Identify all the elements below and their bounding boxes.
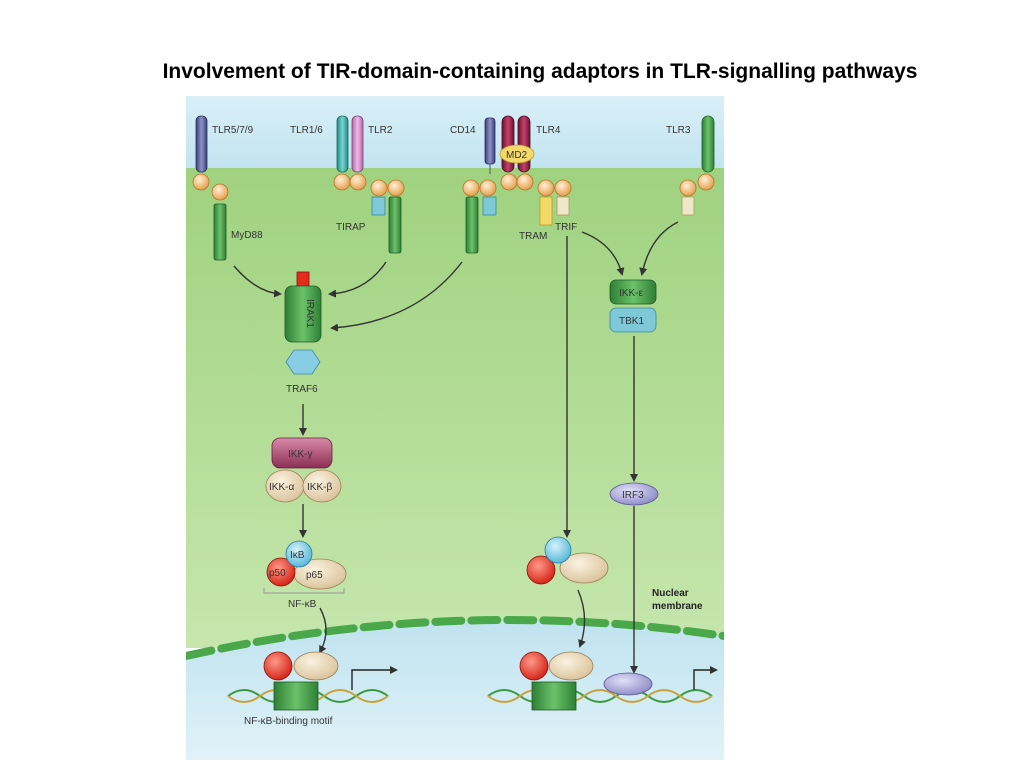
trif-adaptor-tlr3 <box>681 196 695 216</box>
nuclear-membrane-label: Nuclear <box>652 588 689 599</box>
ikk-gamma <box>271 437 333 469</box>
irak1-red-tab <box>296 271 310 287</box>
nfkb-label: NF-κB <box>288 599 317 610</box>
ikk-gamma-label: IKK-γ <box>288 449 312 460</box>
myd88-adaptor-tlr2 <box>388 196 402 254</box>
cd14-receptor <box>484 117 496 165</box>
dna-strand <box>487 689 713 703</box>
p65-protein-trif <box>559 552 609 584</box>
transcription-arrow-2 <box>693 666 718 690</box>
tlr3-label: TLR3 <box>666 125 691 136</box>
tir-domain <box>387 179 405 197</box>
tram-label: TRAM <box>519 231 547 242</box>
traf6-label: TRAF6 <box>286 384 318 395</box>
arrow-tlr2-irak1 <box>328 261 387 298</box>
tir-domain <box>500 173 518 191</box>
tir-domain <box>479 179 497 197</box>
arrow-myd88-irak1 <box>233 265 282 298</box>
tlr579-label: TLR5/7/9 <box>212 125 254 136</box>
ikk-epsilon-label: IKK-ε <box>619 288 643 299</box>
tirap-label: TIRAP <box>336 222 366 233</box>
tir-domain <box>333 173 351 191</box>
arrow-tlr4-irak1 <box>330 261 463 332</box>
nfkb-binding-motif-box <box>273 681 319 711</box>
tlr4-label: TLR4 <box>536 125 561 136</box>
p50-label: p50 <box>269 568 286 579</box>
md2-protein <box>499 144 535 164</box>
cd14-label: CD14 <box>450 125 476 136</box>
traf6-protein <box>285 349 321 375</box>
transcription-arrow <box>351 666 398 690</box>
arrow-nfkb-nucleus <box>319 607 327 654</box>
ikb-protein-trif <box>544 536 572 564</box>
dna-strand <box>487 689 713 703</box>
ikb-protein <box>285 540 313 568</box>
p50-protein <box>266 557 296 587</box>
irf3-bound <box>603 672 653 696</box>
tlr579-receptor <box>195 115 208 173</box>
irf3-label: IRF3 <box>622 490 644 501</box>
myd88-label: MyD88 <box>231 230 263 241</box>
extracellular-region <box>186 96 724 176</box>
p65-label: p65 <box>306 570 323 581</box>
tlr4-receptor <box>501 115 515 173</box>
ikb-label: IκB <box>290 550 305 561</box>
p65-bound <box>293 651 339 681</box>
tirap-adaptor-tlr4 <box>482 196 497 216</box>
arrow-trif-ikke <box>581 231 625 276</box>
trif-label: TRIF <box>555 222 577 233</box>
ikk-beta-label: IKK-β <box>307 482 332 493</box>
tir-domain <box>697 173 715 191</box>
myd88-adaptor <box>213 203 227 261</box>
tirap-adaptor <box>371 196 386 216</box>
tlr3-receptor <box>701 115 715 173</box>
tir-domain <box>516 173 534 191</box>
tir-domain <box>370 179 388 197</box>
cytoplasm-region <box>186 168 724 648</box>
ikk-epsilon <box>609 279 657 305</box>
ikk-beta <box>302 469 342 503</box>
irak1-label: IRAK1 <box>304 299 315 328</box>
nfkb-motif-label: NF-κB-binding motif <box>244 716 333 727</box>
tir-domain <box>679 179 697 197</box>
arrow-tlr3-ikke <box>639 221 679 276</box>
tir-domain <box>192 173 210 191</box>
md2-label: MD2 <box>506 150 528 161</box>
nfkb-binding-motif-box-2 <box>531 681 577 711</box>
tir-domain <box>554 179 572 197</box>
tram-adaptor <box>539 196 553 226</box>
tir-domain <box>349 173 367 191</box>
arrow-trif-nfkb-nucleus <box>577 589 586 648</box>
irf3-protein <box>609 482 659 506</box>
myd88-adaptor-tlr4 <box>465 196 479 254</box>
page-title: Involvement of TIR-domain-containing ada… <box>162 60 918 83</box>
tir-domain <box>462 179 480 197</box>
ikk-alpha-label: IKK-α <box>269 482 294 493</box>
nuclear-membrane <box>186 616 724 660</box>
tbk1-label: TBK1 <box>619 316 644 327</box>
tlr-signalling-diagram: TLR5/7/9 MyD88 TLR1/6 TLR2 TIRAP CD14 TL… <box>186 96 724 760</box>
tlr16-receptor <box>336 115 349 173</box>
tlr16-label: TLR1/6 <box>290 125 323 136</box>
nuclear-membrane-label-2: membrane <box>652 601 703 612</box>
tlr2-receptor <box>351 115 364 173</box>
tir-domain <box>537 179 555 197</box>
tbk1-kinase <box>609 307 657 333</box>
trif-adaptor <box>556 196 570 216</box>
p50-bound <box>263 651 293 681</box>
p65-bound-2 <box>548 651 594 681</box>
p50-protein-trif <box>526 555 556 585</box>
p50-bound-2 <box>519 651 549 681</box>
nfkb-bracket <box>263 588 345 594</box>
tlr2-label: TLR2 <box>368 125 393 136</box>
tir-domain <box>211 183 229 201</box>
tlr4-receptor-2 <box>517 115 531 173</box>
irak1-kinase <box>284 285 322 343</box>
